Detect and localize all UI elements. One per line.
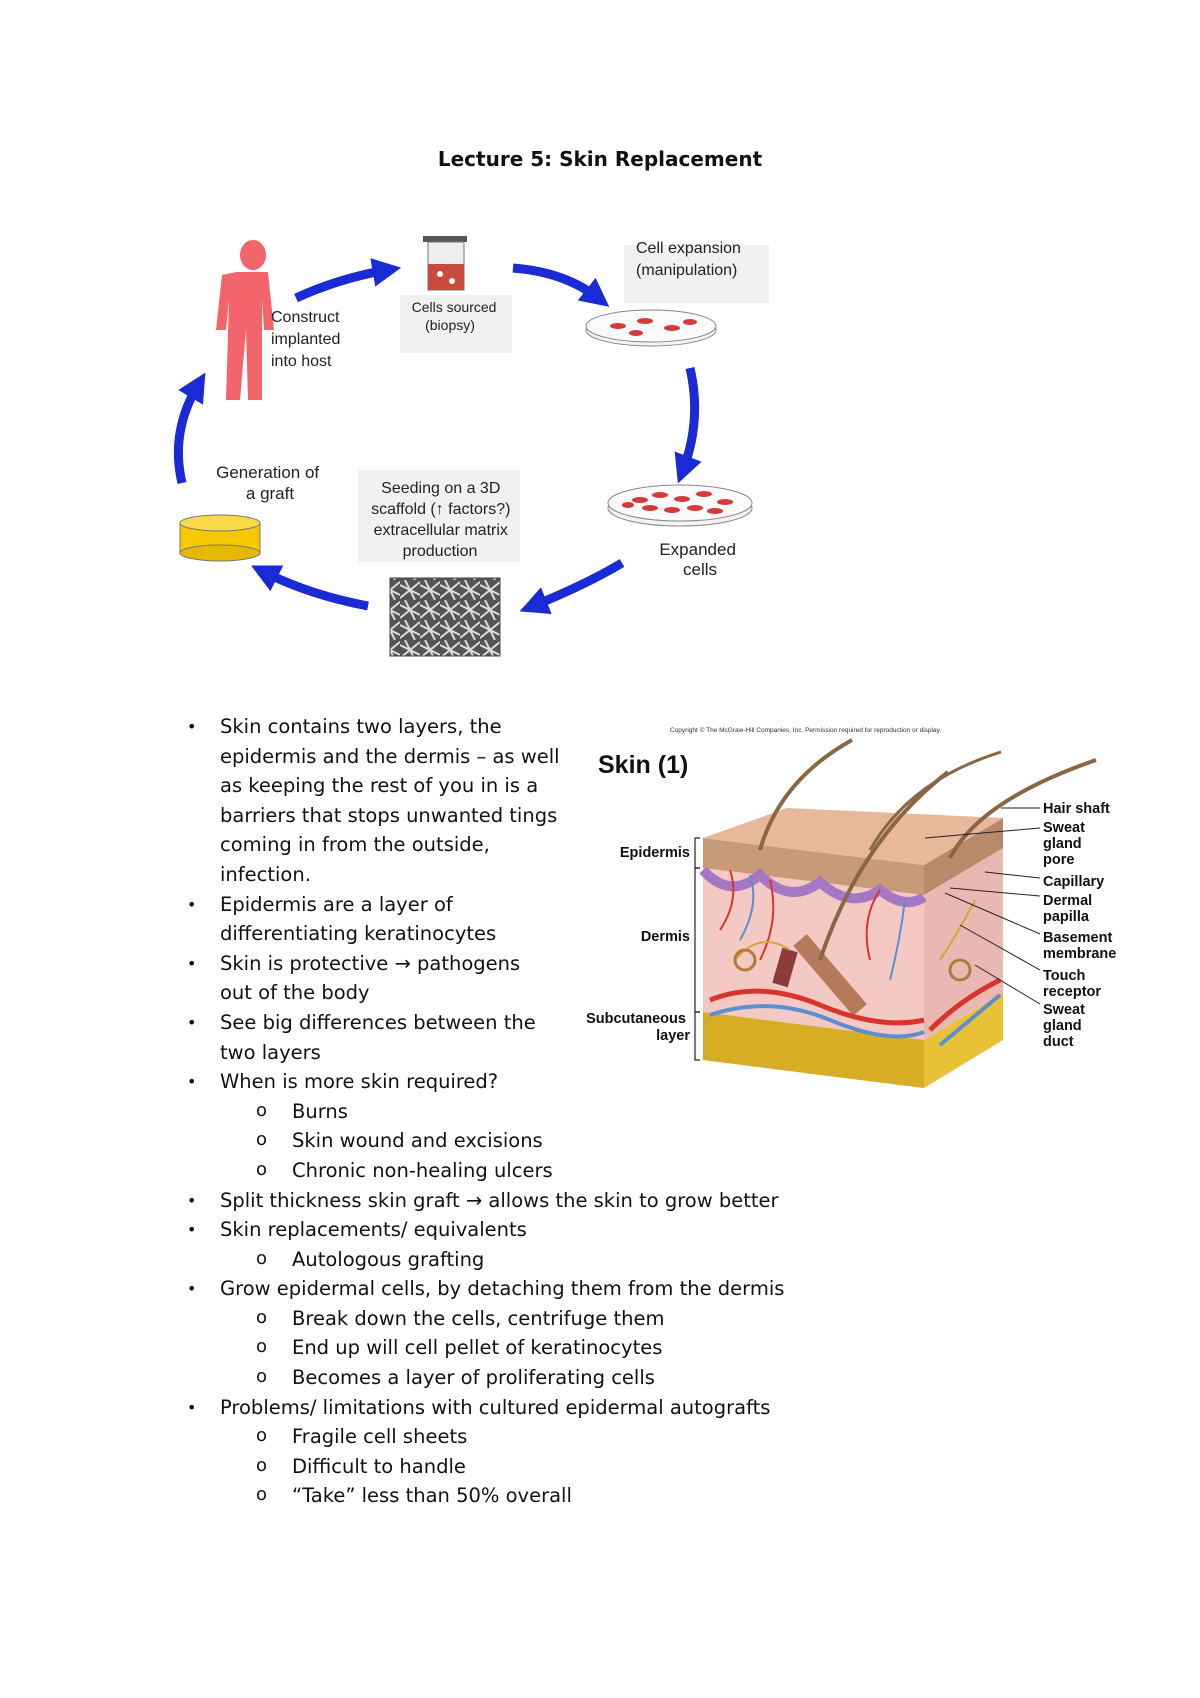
list-item: “Take” less than 50% overall — [170, 1480, 784, 1511]
list-item: Epidermis are a layer of differentiating… — [170, 890, 784, 949]
expanded-cells-dish-icon — [607, 484, 753, 527]
list-item: Burns — [170, 1096, 784, 1127]
svg-text:Generation of a graft: Generation of a graft — [216, 463, 324, 503]
basement-membrane-label-1: Basement — [1043, 930, 1112, 946]
lecture-notes-list: Skin contains two layers, the epidermis … — [170, 712, 784, 1511]
seeding-label-3: extracellular matrix — [374, 522, 508, 539]
touch-receptor-label-2: receptor — [1043, 984, 1101, 1000]
svg-text:Hair shaft: Hair shaft — [1043, 801, 1110, 817]
svg-text:Seeding on a 3D scaffold (: Seeding on a 3D scaffold (↑ factors?) ex… — [371, 480, 515, 560]
dermal-papilla-label-1: Dermal — [1043, 893, 1092, 909]
svg-text:Dermal papilla: Dermal papilla — [1043, 893, 1096, 925]
list-item: Split thickness skin graft → allows the … — [170, 1186, 784, 1216]
sweat-duct-label-1: Sweat — [1043, 1002, 1085, 1018]
sweat-pore-label-3: pore — [1043, 852, 1074, 868]
page-title: Lecture 5: Skin Replacement — [437, 147, 763, 171]
cell-expansion-label-2: (manipulation) — [636, 262, 737, 279]
list-item: Skin contains two layers, the epidermis … — [170, 712, 784, 890]
list-item: Becomes a layer of proliferating cells — [170, 1362, 784, 1393]
list-item: End up will cell pellet of keratinocytes — [170, 1332, 784, 1363]
svg-text:Construct implanted in: Construct implanted into host — [271, 309, 345, 370]
touch-receptor-label-1: Touch — [1043, 968, 1085, 984]
list-item: Autologous grafting — [170, 1244, 784, 1275]
list-item: See big differences between the two laye… — [170, 1008, 784, 1067]
cells-sourced-label-1: Cells sourced — [412, 299, 497, 315]
svg-text:Touch receptor: Touch receptor — [1043, 968, 1101, 1000]
construct-label-1: Construct — [271, 309, 340, 326]
leader-lines — [924, 807, 1041, 1005]
copyright-note: Copyright © The McGraw-Hill Companies, I… — [670, 726, 941, 734]
hair-shaft-label: Hair shaft — [1043, 801, 1110, 817]
list-item: Difficult to handle — [170, 1451, 784, 1482]
list-item: Skin wound and excisions — [170, 1125, 784, 1156]
list-item: Fragile cell sheets — [170, 1421, 784, 1452]
list-item: Chronic non-healing ulcers — [170, 1155, 784, 1186]
list-item: Skin is protective → pathogens out of th… — [170, 949, 784, 1008]
seeding-label-2: scaffold (↑ factors?) — [371, 501, 510, 518]
list-item: Break down the cells, centrifuge them — [170, 1303, 784, 1334]
generation-label-2: a graft — [246, 484, 294, 503]
seeding-label-4: production — [403, 543, 478, 560]
list-item: Problems/ limitations with cultured epid… — [170, 1393, 784, 1423]
expanded-label-2: cells — [683, 560, 717, 579]
generation-label-1: Generation of — [216, 463, 319, 482]
svg-text:Basement membrane: Basement membrane — [1043, 930, 1116, 962]
svg-text:Expanded cells: Expanded cells — [659, 540, 740, 579]
svg-text:Sweat gland pore: Sweat gland pore — [1043, 820, 1089, 868]
graft-cylinder-icon — [179, 514, 261, 562]
capillary-label: Capillary — [1043, 874, 1104, 890]
sweat-pore-label-2: gland — [1043, 836, 1082, 852]
cells-sourced-label-2: (biopsy) — [425, 317, 475, 333]
sweat-pore-label-1: Sweat — [1043, 820, 1085, 836]
sweat-duct-label-2: gland — [1043, 1018, 1082, 1034]
list-item: Skin replacements/ equivalents — [170, 1215, 784, 1245]
list-item: Grow epidermal cells, by detaching them … — [170, 1274, 784, 1304]
scaffold-micrograph — [389, 577, 501, 657]
construct-label-2: implanted — [271, 331, 340, 348]
svg-text:Cells sourced (biopsy): Cells sourced (biopsy) — [412, 299, 501, 333]
svg-text:Capillary: Capillary — [1043, 874, 1104, 890]
dermal-papilla-label-2: papilla — [1043, 909, 1090, 925]
seeding-label-1: Seeding on a 3D — [381, 480, 500, 497]
list-item: When is more skin required? — [170, 1067, 784, 1097]
biopsy-vial-icon — [423, 236, 467, 291]
sweat-duct-label-3: duct — [1043, 1034, 1074, 1050]
expanded-label-1: Expanded — [659, 540, 736, 559]
petri-dish-icon — [585, 309, 717, 347]
human-figure-icon — [216, 240, 274, 400]
svg-text:Sweat gland duct: Sweat gland duct — [1043, 1002, 1089, 1050]
construct-label-3: into host — [271, 353, 332, 370]
cycle-arrows — [173, 258, 702, 614]
basement-membrane-label-2: membrane — [1043, 946, 1116, 962]
cell-expansion-label-1: Cell expansion — [636, 240, 741, 257]
tissue-engineering-cycle-diagram: Construct implanted into host Cells sour… — [173, 236, 769, 657]
svg-text:Cell expansion (manipulati: Cell expansion (manipulation) — [636, 240, 745, 279]
